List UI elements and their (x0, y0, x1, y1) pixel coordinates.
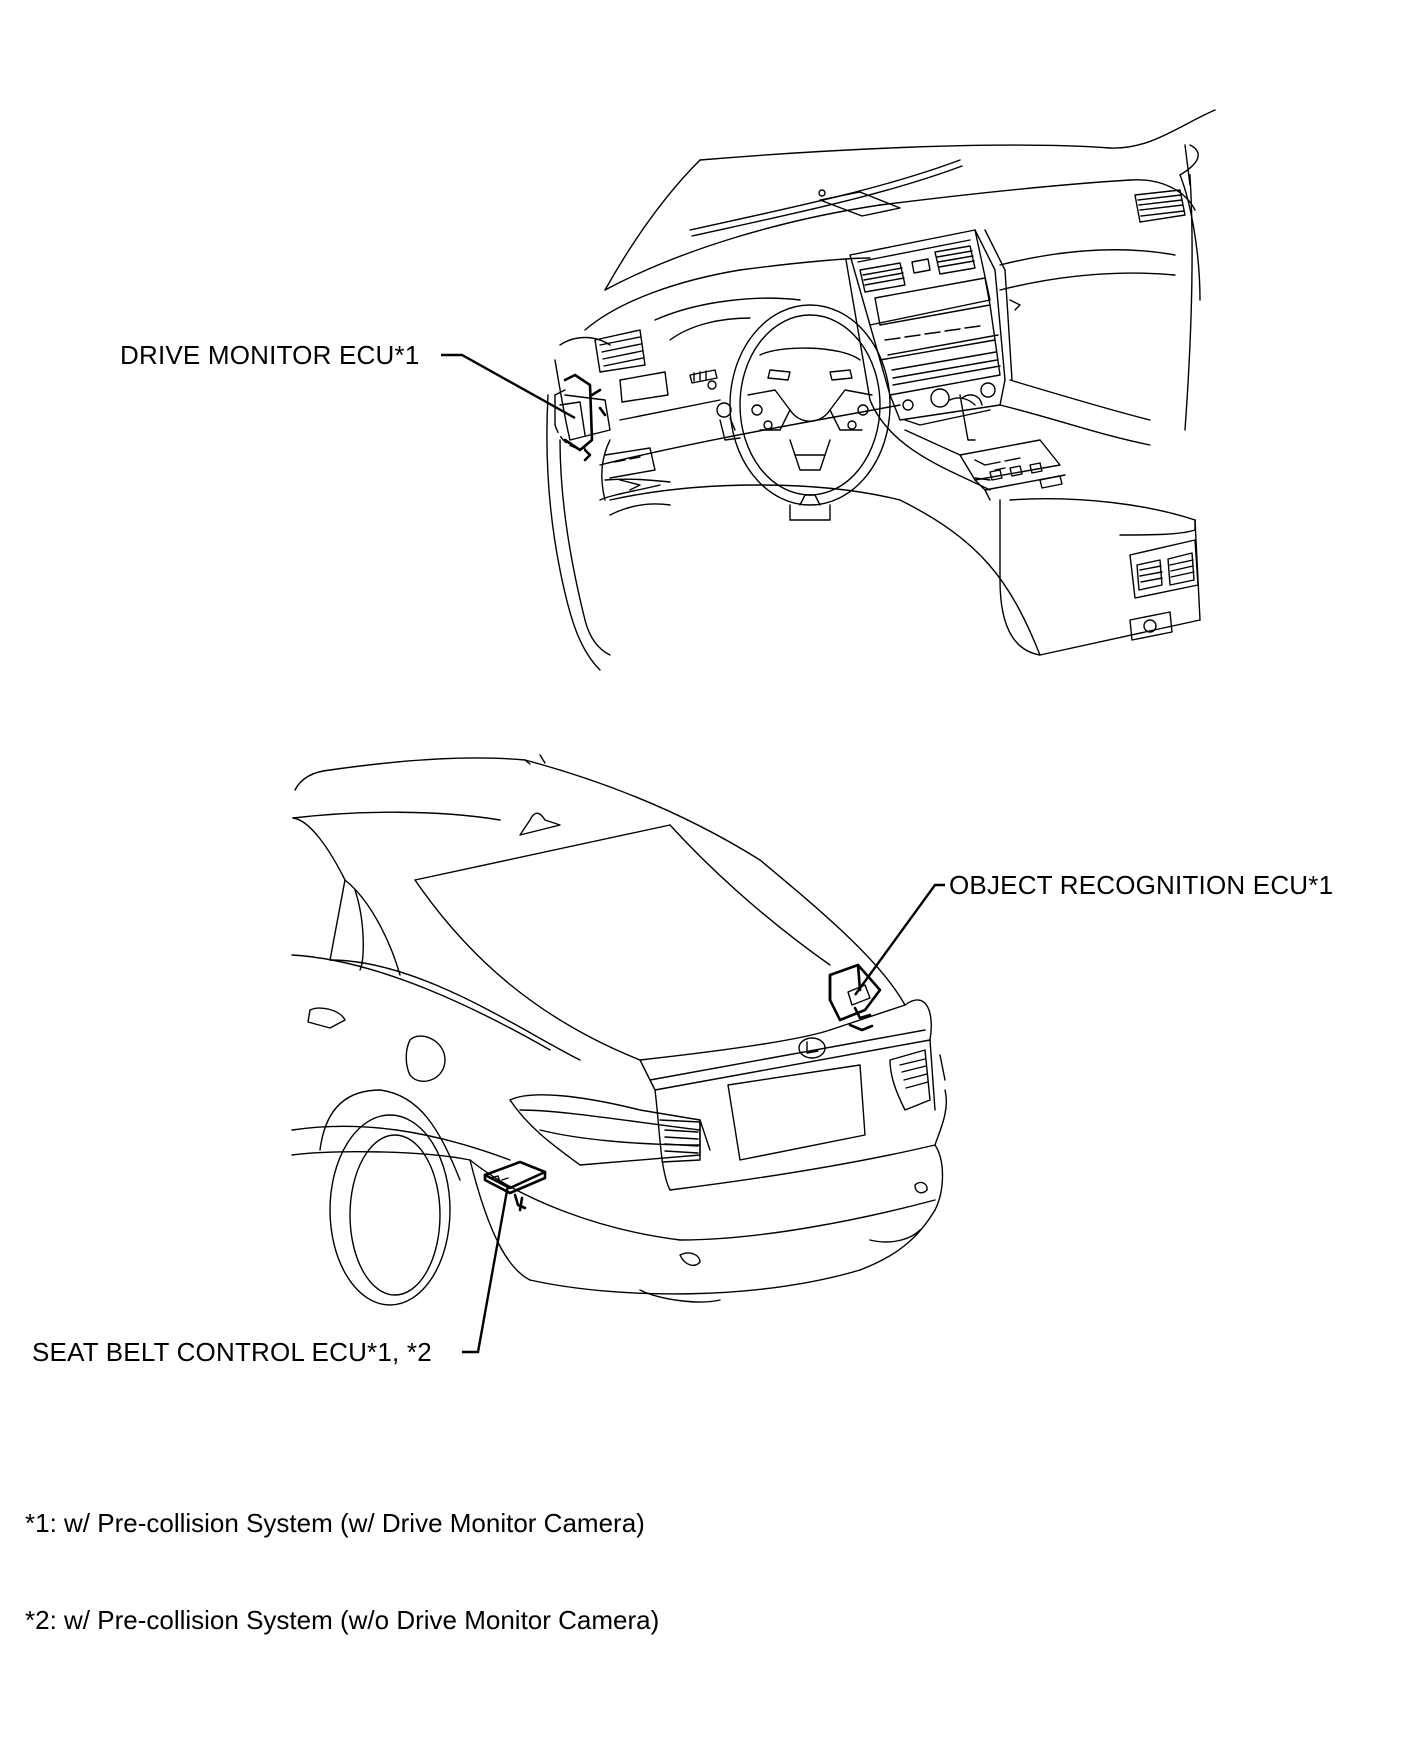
object-recognition-leader-line (854, 883, 945, 996)
drive-monitor-leader-line (441, 353, 576, 420)
seat-belt-leader-line (462, 1184, 510, 1354)
rear-car-drawing (291, 754, 947, 1306)
object-recognition-ecu-label: OBJECT RECOGNITION ECU*1 (949, 870, 1334, 900)
dashboard-interior-drawing (546, 109, 1216, 671)
seat-belt-control-ecu-label: SEAT BELT CONTROL ECU*1, *2 (32, 1337, 432, 1367)
drive-monitor-ecu-label: DRIVE MONITOR ECU*1 (120, 340, 420, 370)
footnote-1: *1: w/ Pre-collision System (w/ Drive Mo… (25, 1508, 645, 1538)
footnote-2: *2: w/ Pre-collision System (w/o Drive M… (25, 1605, 660, 1635)
